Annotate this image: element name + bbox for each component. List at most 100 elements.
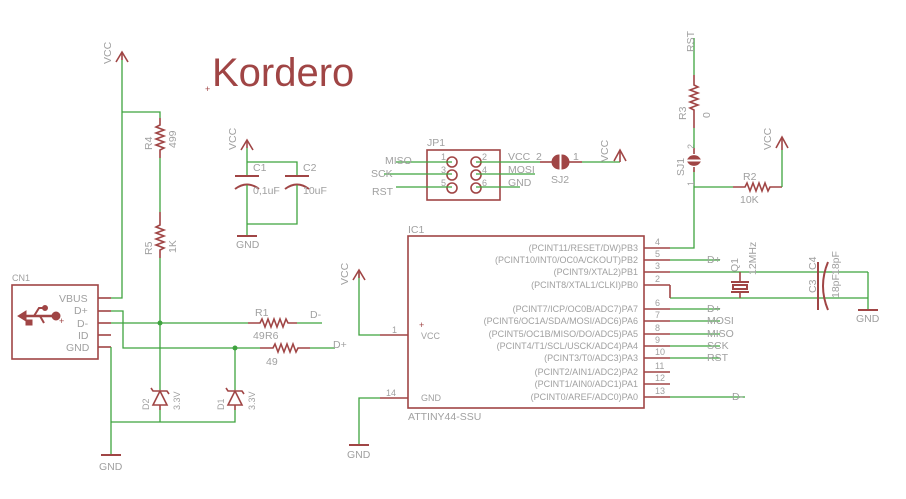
gnd-symbol-ic[interactable]: GND bbox=[347, 444, 371, 461]
jp1-pin-5: 5 bbox=[441, 178, 446, 188]
gnd-symbol-caps[interactable]: GND bbox=[236, 235, 260, 251]
capacitor-c2[interactable]: C2 10uF bbox=[284, 162, 327, 197]
ic1-pin-label: (PCINT10/INT0/OC0A/CKOUT)PB2 bbox=[495, 255, 638, 265]
gnd-symbol-crystal[interactable]: GND bbox=[856, 309, 880, 325]
vcc-label: VCC bbox=[227, 127, 239, 150]
jp1-pin-2: 2 bbox=[482, 152, 487, 162]
usb-icon bbox=[17, 305, 61, 326]
ic1-pin-label: (PCINT0/AREF/ADC0)PA0 bbox=[531, 392, 638, 402]
usb-connector-cn1[interactable]: CN1 + VBUS D+ D- ID GND bbox=[11, 273, 111, 360]
ic1-vcc-label: VCC bbox=[421, 331, 441, 341]
resistor-r3[interactable]: R3 0 bbox=[677, 75, 713, 128]
vcc-label: VCC bbox=[762, 127, 774, 150]
zener-diode-d2[interactable]: D2 3.3V bbox=[141, 387, 182, 410]
resistor-r2[interactable]: R2 10K bbox=[733, 171, 782, 206]
ic1-pin-number: 3 bbox=[655, 261, 660, 271]
gnd-symbol-usb[interactable]: GND bbox=[99, 454, 123, 473]
ic1-part: ATTINY44-SSU bbox=[408, 411, 481, 423]
net-label-rst-top: RST bbox=[685, 30, 697, 52]
net-label-dplus: D+ bbox=[333, 339, 347, 351]
net-label-rst: RST bbox=[372, 186, 394, 198]
gnd-label: GND bbox=[99, 461, 123, 473]
vcc-symbol-caps[interactable]: VCC bbox=[227, 127, 254, 151]
r3-value: 0 bbox=[701, 112, 713, 118]
r2-value: 10K bbox=[740, 194, 759, 206]
solder-jumper-sj2[interactable]: 2 1 SJ2 bbox=[536, 151, 582, 186]
vcc-symbol-r2[interactable]: VCC bbox=[762, 127, 789, 150]
ic-attiny44[interactable]: IC1 ATTINY44-SSU + VCC GND 1 14 (PCINT11… bbox=[380, 224, 745, 423]
gnd-label: GND bbox=[347, 449, 371, 461]
d2-name: D2 bbox=[141, 398, 151, 410]
sj1-pin-2: 2 bbox=[686, 144, 696, 149]
sj2-pin-1: 1 bbox=[573, 151, 579, 163]
sj1-name: SJ1 bbox=[675, 158, 687, 176]
ic1-pin-number: 8 bbox=[655, 323, 660, 333]
d1-value: 3.3V bbox=[247, 391, 257, 410]
wire-ic-vcc[interactable] bbox=[358, 272, 380, 336]
ic1-pin-label: (PCINT11/RESET/DW)PB3 bbox=[529, 243, 638, 253]
wire-reset[interactable] bbox=[670, 170, 695, 249]
origin-cross: + bbox=[205, 84, 210, 94]
ic1-pin-number: 13 bbox=[655, 386, 665, 396]
net-label-sck: SCK bbox=[371, 168, 393, 180]
sj2-name: SJ2 bbox=[551, 174, 569, 186]
zener-diode-d1[interactable]: D1 3.3V bbox=[216, 387, 257, 410]
crystal-q1[interactable]: Q1 12MHz bbox=[729, 242, 759, 298]
ic1-pin-label: (PCINT8/XTAL1/CLKI)PB0 bbox=[531, 280, 638, 290]
jp1-pin-4: 4 bbox=[482, 165, 487, 175]
q1-name: Q1 bbox=[729, 258, 741, 272]
net-label-sck: SCK bbox=[707, 340, 729, 352]
ic1-pin-label: (PCINT7/ICP/OC0B/ADC7)PA7 bbox=[513, 304, 638, 314]
r3-name: R3 bbox=[677, 106, 689, 120]
r1-name: R1 bbox=[255, 307, 269, 319]
ic1-pin-number: 7 bbox=[655, 310, 660, 320]
r5-name: R5 bbox=[143, 241, 155, 255]
capacitor-c4[interactable]: C4 18pF bbox=[807, 251, 842, 311]
ic1-pin-number: 5 bbox=[655, 249, 660, 259]
capacitor-c3[interactable]: C3 18pF bbox=[807, 274, 842, 298]
wire-diode-gnd[interactable] bbox=[111, 410, 236, 423]
vcc-symbol-sj2[interactable]: VCC bbox=[599, 139, 627, 162]
schematic-title: Kordero bbox=[212, 51, 354, 95]
cn1-name: CN1 bbox=[12, 273, 30, 283]
junction bbox=[157, 320, 163, 326]
wire-dplus[interactable] bbox=[111, 310, 260, 349]
d2-value: 3.3V bbox=[172, 391, 182, 410]
c2-value: 10uF bbox=[303, 185, 327, 197]
resistor-r4[interactable]: R4 499 bbox=[143, 118, 179, 158]
resistor-r5[interactable]: R5 1K bbox=[143, 212, 179, 258]
sj2-pin-2: 2 bbox=[536, 151, 542, 163]
resistor-r1[interactable]: R1 49 bbox=[248, 307, 297, 342]
vcc-label: VCC bbox=[102, 41, 114, 64]
vcc-symbol-ic[interactable]: VCC bbox=[339, 262, 366, 285]
ic1-pin-label: (PCINT5/OC1B/MISO/DO/ADC5)PA5 bbox=[489, 329, 638, 339]
capacitor-c1[interactable]: C1 0,1uF bbox=[234, 162, 280, 197]
ic1-pin-number: 10 bbox=[655, 347, 665, 357]
solder-jumper-sj1[interactable]: SJ1 1 2 bbox=[675, 144, 701, 186]
wire-ic-gnd[interactable] bbox=[358, 397, 380, 445]
wire-c2-top[interactable] bbox=[247, 161, 298, 177]
vcc-label: VCC bbox=[599, 139, 611, 162]
wire-r4-top[interactable] bbox=[122, 111, 161, 118]
c3-name: C3 bbox=[807, 279, 819, 293]
ic1-pin-number: 2 bbox=[655, 274, 660, 284]
isp-header-jp1[interactable]: JP1 1 2 3 4 5 6 bbox=[426, 137, 501, 201]
pin-marker: + bbox=[419, 320, 424, 330]
ic1-pin-vcc-num: 1 bbox=[392, 325, 397, 335]
ic1-pin-label: (PCINT6/OC1A/SDA/MOSI/ADC6)PA6 bbox=[484, 316, 638, 326]
cn1-pin-dplus: D+ bbox=[74, 305, 88, 317]
net-label-miso: MISO bbox=[385, 155, 412, 167]
jp1-pin-1: 1 bbox=[441, 152, 446, 162]
r5-value: 1K bbox=[167, 240, 179, 253]
wire-c2-bottom[interactable] bbox=[247, 185, 298, 225]
ic1-pin-label: (PCINT4/T1/SCL/USCK/ADC4)PA4 bbox=[497, 341, 638, 351]
net-label-gnd: GND bbox=[508, 177, 532, 189]
vcc-symbol-left[interactable]: VCC bbox=[102, 41, 129, 64]
ic1-name: IC1 bbox=[408, 224, 425, 236]
r2-name: R2 bbox=[743, 171, 757, 183]
resistor-r6[interactable]: R6 49 bbox=[260, 330, 310, 368]
cn1-pin-dminus: D- bbox=[77, 318, 89, 330]
wire-vbus[interactable] bbox=[111, 60, 123, 299]
c3-value: 18pF bbox=[830, 274, 842, 298]
